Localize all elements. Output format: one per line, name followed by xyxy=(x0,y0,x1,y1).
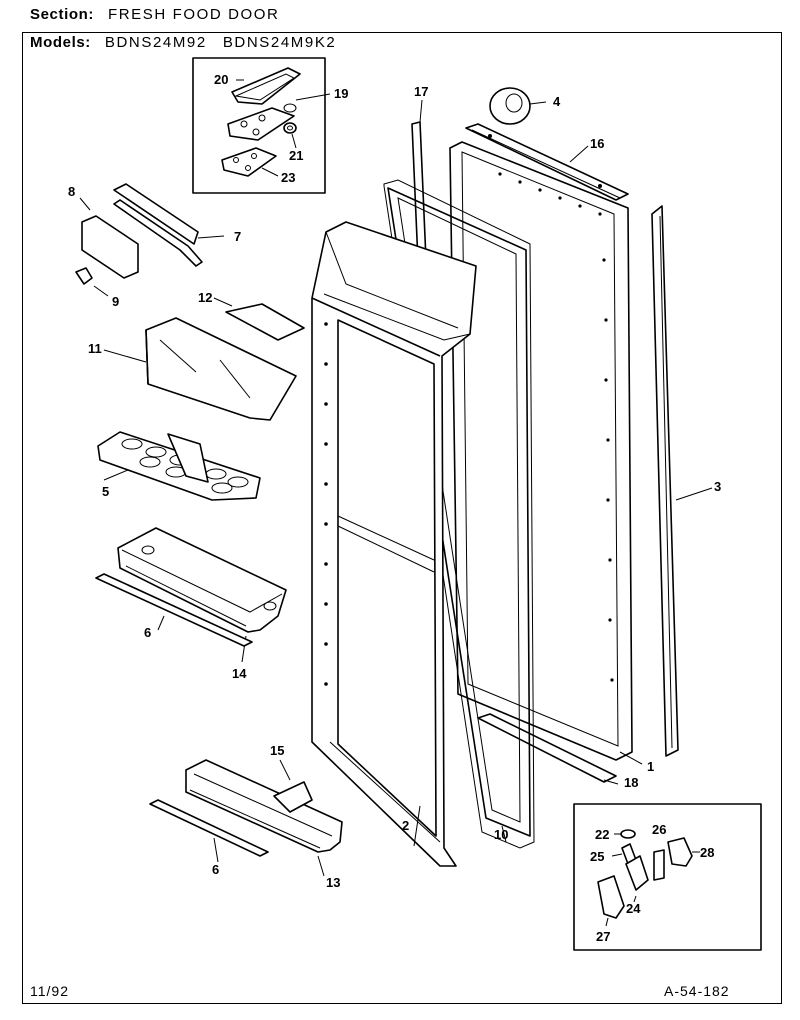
callout-28: 28 xyxy=(700,845,714,860)
closer-arm-shape xyxy=(667,837,693,867)
inner-door-liner-shape xyxy=(311,221,477,867)
callout-22: 22 xyxy=(595,827,609,842)
closer-inset-box xyxy=(573,803,762,951)
dairy-door-shape xyxy=(103,317,297,421)
callout-7: 7 xyxy=(234,229,241,244)
screw-shape xyxy=(75,267,93,285)
callout-6-upper: 6 xyxy=(144,625,151,640)
door-stop-cap-shape xyxy=(489,87,547,125)
hinge-cover-shape xyxy=(231,67,301,105)
callout-24: 24 xyxy=(626,901,641,916)
callout-25: 25 xyxy=(590,849,604,864)
callout-20: 20 xyxy=(214,72,228,87)
callout-4: 4 xyxy=(553,94,561,109)
shelf-clip-shape xyxy=(213,297,305,341)
callout-10: 10 xyxy=(494,827,508,842)
footer-diagram-code: A-54-182 xyxy=(664,983,730,999)
hinge-inset-box xyxy=(192,57,326,194)
hinge-plate-shape xyxy=(221,147,277,177)
section-value: FRESH FOOD DOOR xyxy=(107,6,280,23)
handle-bracket-shape xyxy=(81,215,139,279)
hinge-bushing-ring xyxy=(283,103,297,113)
model-number-2: BDNS24M9K2 xyxy=(222,34,337,51)
callout-8: 8 xyxy=(68,184,75,199)
callout-5: 5 xyxy=(102,484,109,499)
lower-door-shelf-shape xyxy=(185,759,343,877)
section-title: Section: FRESH FOOD DOOR xyxy=(30,6,280,23)
closer-cam-shape xyxy=(625,855,649,891)
callout-3: 3 xyxy=(714,479,721,494)
callout-23: 23 xyxy=(281,170,295,185)
callout-17: 17 xyxy=(414,84,428,99)
callout-2: 2 xyxy=(402,818,409,833)
egg-tray-shape xyxy=(97,431,261,501)
hinge-bushing-plate xyxy=(227,107,295,141)
closer-housing-shape xyxy=(597,875,625,919)
callout-16: 16 xyxy=(590,136,604,151)
shelf-trim-strip-shape xyxy=(95,573,253,647)
outer-door-panel-shape xyxy=(449,141,643,765)
bottom-door-trim-shape xyxy=(477,713,619,785)
side-door-trim-shape xyxy=(651,205,713,757)
closer-washer-shape xyxy=(620,829,636,839)
section-label: Section: xyxy=(30,6,94,23)
footer-date: 11/92 xyxy=(30,983,69,999)
callout-6-lower: 6 xyxy=(212,862,219,877)
model-number-1: BDNS24M92 xyxy=(104,34,207,51)
models-line: Models: BDNS24M92 BDNS24M9K2 xyxy=(30,34,336,51)
lower-shelf-trim-strip-shape xyxy=(149,799,269,863)
callout-labels: 20 19 21 23 17 4 16 8 7 9 12 11 5 3 6 14… xyxy=(68,72,721,944)
callout-27: 27 xyxy=(596,929,610,944)
door-handle-assembly-shape xyxy=(75,183,225,297)
callout-18: 18 xyxy=(624,775,638,790)
callout-13: 13 xyxy=(326,875,340,890)
diagram-frame xyxy=(22,32,782,1004)
hinge-washer-shape xyxy=(283,122,297,134)
top-door-trim-shape xyxy=(465,123,629,201)
door-trim-strip-shape xyxy=(411,99,427,263)
closer-bracket-shape xyxy=(653,849,665,881)
callout-11: 11 xyxy=(88,341,102,356)
bin-clip-shape xyxy=(273,759,313,813)
callout-15: 15 xyxy=(270,743,284,758)
door-shelf-bin-shape xyxy=(117,527,287,663)
callout-9: 9 xyxy=(112,294,119,309)
models-label: Models: xyxy=(30,34,91,51)
hinge-inset xyxy=(192,57,331,194)
callout-1: 1 xyxy=(647,759,654,774)
callout-14: 14 xyxy=(232,666,247,681)
closer-inset xyxy=(573,803,762,951)
callout-12: 12 xyxy=(198,290,212,305)
callout-21: 21 xyxy=(289,148,303,163)
callout-26: 26 xyxy=(652,822,666,837)
callout-19: 19 xyxy=(334,86,348,101)
